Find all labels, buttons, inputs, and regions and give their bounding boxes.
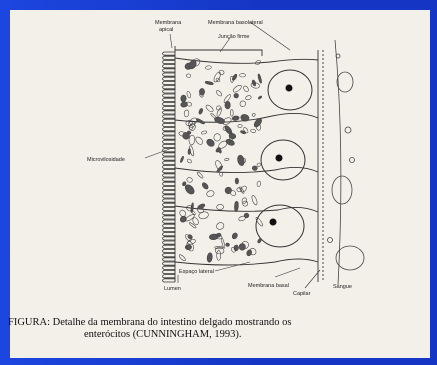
organelle: [205, 65, 211, 69]
label-membrana-basal: Membrana basal: [248, 283, 289, 289]
organelle: [189, 135, 196, 145]
organelle: [258, 95, 262, 99]
label-juncao-firme: Junção firme: [218, 34, 250, 40]
organelle: [237, 155, 246, 167]
organelle: [244, 213, 249, 218]
organelle: [201, 130, 207, 134]
organelle: [198, 211, 209, 220]
organelle: [186, 91, 191, 98]
organelle: [213, 71, 222, 83]
organelle: [201, 182, 209, 190]
organelle: [233, 93, 239, 99]
microvilli: [163, 52, 176, 282]
organelle: [224, 158, 229, 161]
organelle: [187, 158, 193, 163]
organelle: [241, 197, 247, 204]
organelle: [239, 100, 246, 107]
organelle: [257, 181, 262, 187]
label-capilar: Capilar: [293, 291, 311, 297]
label-espaco-lateral: Espaço lateral: [179, 269, 214, 275]
label-membrana-apical-1: Membrana: [155, 20, 182, 26]
caption-line-2: enterócitos (CUNNINGHAM, 1993).: [8, 329, 428, 341]
organelle: [207, 252, 213, 262]
organelles: [178, 57, 263, 262]
organelle: [184, 110, 189, 117]
organelle: [232, 84, 243, 93]
label-lumen: Lumen: [164, 286, 181, 292]
organelle: [216, 107, 222, 117]
organelle: [225, 243, 230, 247]
cell-membranes: [175, 46, 323, 282]
organelle: [231, 73, 237, 81]
organelle: [178, 254, 186, 262]
organelle: [209, 234, 218, 240]
caption-line-1: FIGURA: Detalhe da membrana do intestino…: [8, 317, 291, 328]
organelle: [194, 136, 204, 146]
organelle: [257, 74, 262, 84]
organelle: [235, 178, 239, 184]
organelle: [224, 186, 233, 195]
organelle: [186, 74, 191, 78]
organelle: [206, 190, 215, 198]
organelle: [214, 116, 226, 125]
organelle: [215, 221, 225, 230]
organelle: [243, 85, 250, 92]
label-sangue: Sangue: [333, 284, 352, 290]
organelle: [232, 115, 240, 121]
organelle: [179, 215, 188, 223]
figure-caption: FIGURA: Detalhe da membrana do intestino…: [8, 317, 428, 341]
organelle: [253, 117, 263, 128]
organelle: [251, 195, 258, 206]
organelle: [230, 76, 233, 82]
organelle: [239, 243, 247, 251]
nuclei: [256, 70, 312, 247]
organelle: [205, 81, 214, 86]
capillary: [328, 40, 365, 285]
organelle: [230, 110, 233, 117]
organelle: [257, 238, 262, 244]
organelle: [231, 232, 238, 240]
organelle: [196, 171, 203, 178]
organelle: [188, 148, 191, 154]
organelle: [252, 113, 256, 117]
organelle: [181, 95, 187, 102]
organelle: [198, 108, 203, 115]
organelle: [199, 88, 205, 95]
organelle: [180, 101, 188, 107]
organelle: [186, 177, 193, 183]
organelle: [255, 59, 262, 65]
organelle: [180, 156, 184, 163]
organelle: [240, 130, 246, 134]
organelle: [246, 249, 253, 257]
organelle: [250, 129, 255, 133]
label-membrana-basolateral: Membrana basolateral: [208, 20, 263, 26]
organelle: [238, 124, 243, 128]
organelle: [189, 222, 197, 229]
organelle: [217, 250, 221, 260]
organelle: [240, 74, 246, 77]
label-membrana-apical-2: apical: [159, 27, 173, 33]
organelle: [215, 90, 222, 97]
organelle: [216, 204, 223, 210]
organelle: [214, 133, 221, 141]
microvilli-path: [163, 52, 176, 282]
organelle: [252, 166, 258, 171]
organelle: [205, 104, 215, 113]
organelle: [224, 125, 234, 136]
label-microvilosidade: Microvilosidade: [87, 157, 125, 163]
organelle: [242, 200, 249, 207]
organelle: [245, 95, 252, 101]
